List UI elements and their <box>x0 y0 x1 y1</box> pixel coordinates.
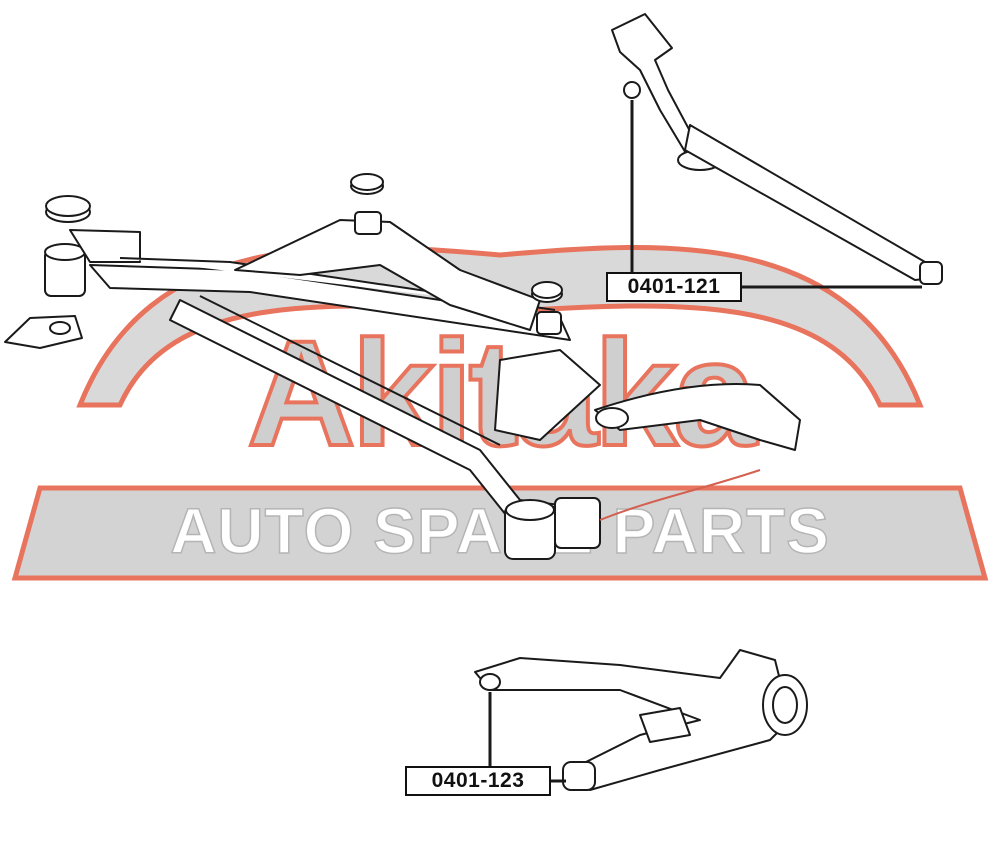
watermark-band <box>11 485 989 581</box>
part-callout-upper-arm[interactable]: 0401-121 <box>606 272 742 302</box>
upper-arm-drawing <box>611 13 943 285</box>
subframe-assembly <box>4 173 801 560</box>
watermark-tagline: AUTO SPARE PARTS <box>170 495 830 567</box>
leader-lines <box>488 100 922 783</box>
lower-arm-drawing <box>474 649 808 791</box>
part-callout-lower-arm[interactable]: 0401-123 <box>405 766 551 796</box>
